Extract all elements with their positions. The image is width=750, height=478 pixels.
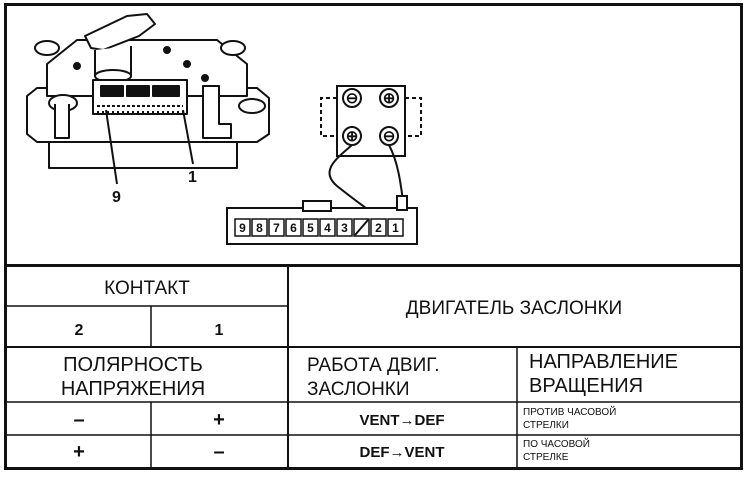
- row1-direction-line1: ПРОТИВ ЧАСОВОЙ: [523, 405, 616, 418]
- terminal-top-right: ⊕: [383, 90, 396, 107]
- connector-pin-label: 3: [341, 221, 348, 235]
- connector-pin-blank: [354, 219, 369, 236]
- contact-header: КОНТАКТ: [104, 278, 190, 299]
- connector-pin-label: 2: [375, 221, 382, 235]
- row1-pin1: +: [213, 409, 225, 431]
- connector-pin-cell: [302, 218, 319, 237]
- connector-pin-label: 5: [307, 221, 314, 235]
- terminal-bottom-left: ⊕: [346, 128, 359, 145]
- terminal-top-left: ⊖: [346, 90, 359, 107]
- connector-pin-label: 6: [290, 221, 297, 235]
- callout-label-9: 9: [112, 189, 121, 206]
- connector-pin-label: 1: [392, 221, 399, 235]
- terminal-bottom-right: ⊖: [383, 128, 396, 145]
- connector-pin-cell: [251, 218, 268, 237]
- connector-pin-label: 8: [256, 221, 263, 235]
- connector-pin-label: 7: [273, 221, 280, 235]
- operation-header-line1: РАБОТА ДВИГ.: [307, 355, 439, 376]
- callout-label-1: 1: [188, 169, 197, 186]
- connector-pin-label: 4: [324, 221, 331, 235]
- row1-direction-line2: СТРЕЛКИ: [523, 420, 569, 431]
- polarity-header-line2: НАПРЯЖЕНИЯ: [61, 378, 205, 400]
- polarity-header-line1: ПОЛЯРНОСТЬ: [63, 354, 203, 376]
- actuator-illustration: [26, 13, 270, 169]
- row1-pin2: –: [73, 409, 84, 431]
- row2-pin2: +: [73, 441, 85, 463]
- callout-line-1: [182, 109, 194, 165]
- pin-1-header: 1: [215, 322, 224, 339]
- row2-operation: DEF→VENT: [359, 444, 444, 461]
- connector-pin-cell: [319, 218, 336, 237]
- connector-pin-label: 9: [239, 221, 246, 235]
- direction-header-line2: ВРАЩЕНИЯ: [529, 375, 643, 397]
- connector-pin-cell: [285, 218, 302, 237]
- row2-direction-line1: ПО ЧАСОВОЙ: [523, 437, 590, 450]
- row2-direction-line2: СТРЕЛКЕ: [523, 452, 569, 463]
- motor-header: ДВИГАТЕЛЬ ЗАСЛОНКИ: [406, 298, 622, 319]
- callout-line-9: [105, 109, 118, 185]
- row1-operation: VENT→DEF: [359, 412, 444, 429]
- operation-header-line2: ЗАСЛОНКИ: [307, 379, 410, 400]
- pin-2-header: 2: [75, 322, 84, 339]
- connector-pin-cell: [336, 218, 353, 237]
- connector-pin-cell: [234, 218, 251, 237]
- row2-pin1: –: [213, 441, 224, 463]
- polarity-table: КОНТАКТ ДВИГАТЕЛЬ ЗАСЛОНКИ 2 1 ПОЛЯРНОСТ…: [7, 264, 740, 467]
- connector-pin-cell: [387, 218, 404, 237]
- motor-terminal-block: ⊖ ⊕ ⊕ ⊖: [320, 85, 422, 157]
- connector-pin-cell: [268, 218, 285, 237]
- direction-header-line1: НАПРАВЛЕНИЕ: [529, 351, 678, 373]
- connector-pin-cell: [370, 218, 387, 237]
